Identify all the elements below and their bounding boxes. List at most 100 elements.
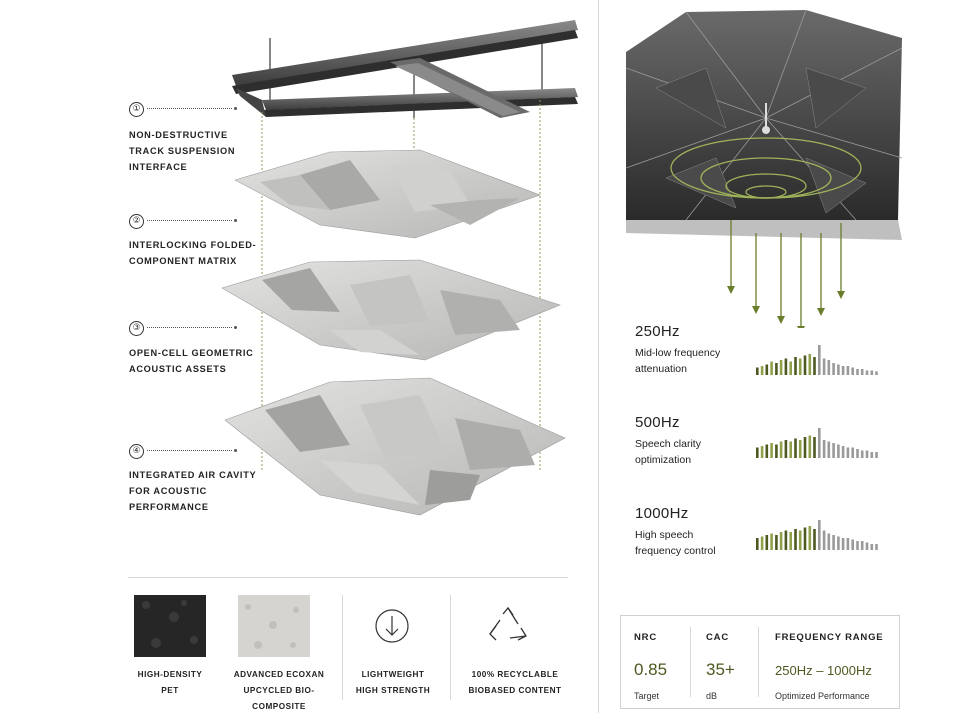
leader-dot-2: [234, 219, 237, 222]
step-label-2: INTERLOCKING FOLDED-COMPONENT MATRIX: [129, 240, 257, 266]
freq-bar: [760, 446, 764, 458]
freq-bar: [875, 371, 878, 375]
freq-bar: [775, 444, 778, 458]
panel-layer-3: [224, 377, 566, 516]
step-leader-3: [147, 327, 232, 328]
materials-top-rule: [128, 577, 568, 578]
ceiling-render: [626, 8, 902, 328]
freq-bar: [837, 364, 840, 375]
stat-caption-nrc: Target: [634, 691, 660, 701]
freq-bar: [837, 536, 840, 550]
freq-bar: [818, 345, 821, 375]
freq-bar: [789, 441, 792, 458]
freq-bar: [822, 530, 826, 550]
sound-arrows: [730, 220, 842, 328]
freq-bar: [818, 520, 821, 550]
freq-bar: [856, 541, 859, 550]
freq-bar: [870, 370, 874, 375]
pet-swatch: [134, 595, 206, 657]
freq-bar: [860, 450, 864, 458]
freq-bar: [865, 542, 869, 550]
freq-bar: [851, 539, 854, 550]
freq-bar: [822, 440, 826, 458]
freq-bar: [822, 358, 826, 375]
exploded-assembly: [0, 0, 600, 580]
freq-bar: [865, 450, 869, 458]
freq-bar: [851, 447, 854, 458]
freq-title-1000: 1000Hz: [635, 505, 689, 522]
freq-bar: [860, 369, 864, 375]
freq-bar: [813, 357, 816, 375]
materials-divider-1: [342, 595, 343, 700]
freq-bar: [846, 447, 850, 458]
freq-bar: [803, 527, 807, 550]
freq-bar: [856, 369, 859, 375]
freq-bar: [770, 533, 773, 550]
freq-bar: [841, 446, 845, 458]
exploded-assembly-drawing: [221, 20, 578, 516]
freq-title-250: 250Hz: [635, 323, 680, 340]
step-number-2: ②: [129, 214, 144, 229]
freq-bar: [813, 529, 816, 550]
step-leader-2: [147, 220, 232, 221]
leader-dot-3: [234, 326, 237, 329]
freq-bars-500: [756, 428, 878, 458]
freq-title-500: 500Hz: [635, 414, 680, 431]
freq-bar: [756, 367, 759, 375]
freq-bar: [770, 443, 773, 458]
freq-bars-250: [756, 345, 878, 375]
freq-bar: [875, 452, 878, 458]
freq-bar: [789, 361, 792, 375]
stats-divider-2: [758, 627, 759, 697]
freq-bar: [832, 535, 835, 550]
freq-bar: [779, 441, 783, 458]
materials-divider-2: [450, 595, 451, 700]
step-number-1: ①: [129, 102, 144, 117]
stats-divider-1: [690, 627, 691, 697]
stat-value-nrc: 0.85: [634, 660, 668, 679]
freq-bar: [765, 364, 769, 375]
freq-bar: [808, 354, 812, 375]
step-number-4: ④: [129, 444, 144, 459]
stat-value-range: 250Hz – 1000Hz: [775, 663, 872, 678]
freq-bar: [837, 444, 840, 458]
freq-bar: [784, 358, 788, 375]
freq-bar: [756, 447, 759, 458]
freq-bar: [827, 533, 831, 550]
freq-bar: [851, 367, 854, 375]
stat-value-cac: 35+: [706, 660, 735, 679]
freq-bar: [794, 438, 797, 458]
stat-head-nrc: NRC: [634, 632, 657, 643]
freq-bar: [775, 535, 778, 550]
recycle-icon: [488, 606, 528, 646]
freq-bar: [784, 440, 788, 458]
freq-bar: [756, 538, 759, 550]
freq-bar: [875, 544, 878, 550]
stats-box: [620, 615, 900, 709]
freq-bar: [803, 355, 807, 375]
ecoxan-swatch: [238, 595, 310, 657]
freq-bar: [765, 444, 769, 458]
freq-bar: [789, 532, 792, 550]
freq-bar: [760, 366, 764, 375]
stat-head-range: FREQUENCY RANGE: [775, 632, 884, 643]
arrow-down-circle-icon: [374, 608, 410, 644]
freq-bar: [779, 360, 783, 375]
freq-bars-1000: [756, 520, 878, 550]
step-label-3: OPEN-CELL GEOMETRIC ACOUSTIC ASSETS: [129, 348, 254, 374]
freq-bar: [770, 361, 773, 375]
freq-bar: [827, 441, 831, 458]
freq-bar: [846, 538, 850, 550]
freq-bar: [818, 428, 821, 458]
freq-bar: [775, 363, 778, 375]
freq-bar: [856, 449, 859, 458]
steel-track-frame: [232, 20, 578, 118]
freq-bar: [798, 530, 802, 550]
ceiling-render-drawing: [626, 9, 902, 328]
stat-head-cac: CAC: [706, 632, 729, 643]
leader-dot-1: [234, 107, 237, 110]
freq-bar: [803, 437, 807, 458]
section-divider: [598, 0, 599, 713]
